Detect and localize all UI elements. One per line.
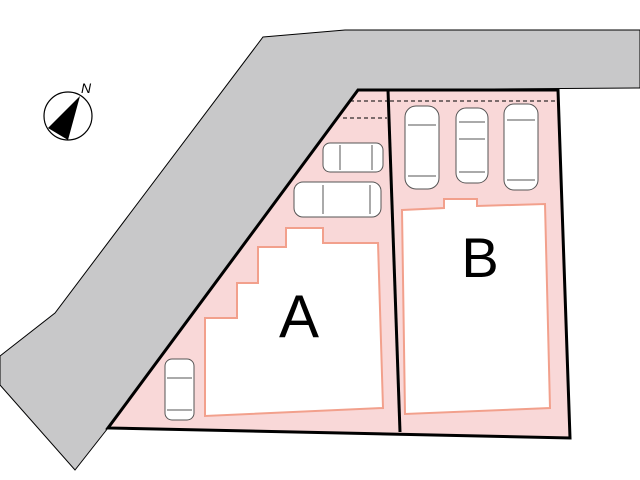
lot-divider	[386, 89, 402, 433]
north-arrow-icon: N	[43, 80, 93, 141]
lot-label-b: B	[461, 226, 498, 289]
car-a3	[164, 358, 195, 421]
car-b3	[503, 103, 539, 191]
car-a1	[322, 142, 384, 173]
building-a	[204, 227, 385, 418]
car-b2	[455, 107, 489, 184]
car-a2	[293, 181, 382, 218]
lot-label-a: A	[279, 283, 319, 350]
compass-label: N	[81, 80, 92, 96]
car-b1	[404, 105, 440, 190]
building-b	[400, 198, 552, 416]
